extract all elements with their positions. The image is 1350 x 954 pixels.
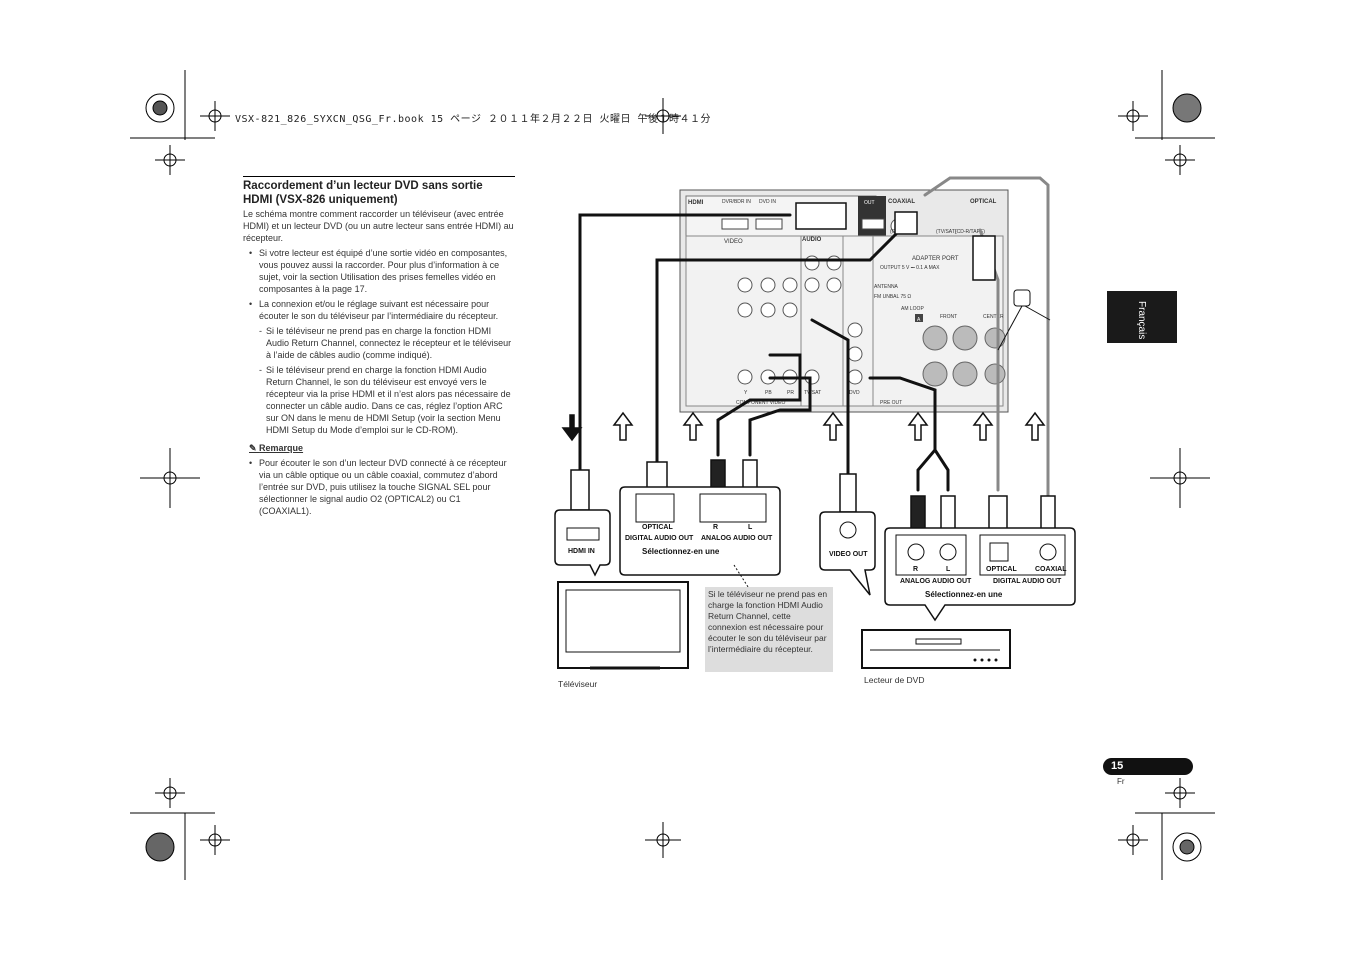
tv-select-one-label: Sélectionnez-en une — [642, 547, 720, 556]
tv-caption: Téléviseur — [558, 679, 598, 689]
dvd-select-one-label: Sélectionnez-en une — [925, 590, 1003, 599]
note-heading-text: Remarque — [259, 443, 304, 453]
rcv-dvd-label: DVD — [849, 390, 860, 396]
note-bullet: Pour écouter le son d’un lecteur DVD con… — [243, 457, 515, 517]
rcv-hdmi-label: HDMI — [688, 200, 704, 206]
rcv-adapter-port-label: ADAPTER PORT — [912, 256, 959, 262]
rcv-pr-label: PR — [787, 390, 794, 396]
bullet-tv-sound: La connexion et/ou le réglage suivant es… — [243, 298, 515, 322]
tv-r-label: R — [713, 524, 718, 531]
page-number-badge: 15 — [1103, 758, 1193, 775]
dvd-l-label: L — [946, 566, 951, 573]
rcv-y-label: Y — [744, 390, 748, 396]
dvd-coaxial-label: COAXIAL — [1035, 566, 1067, 573]
tv-hdmi-in-label: HDMI IN — [568, 548, 595, 555]
rcv-center-label: CENTER — [983, 314, 1004, 320]
tv-digital-audio-out-label: DIGITAL AUDIO OUT — [625, 535, 694, 542]
section-title: Raccordement d’un lecteur DVD sans sorti… — [243, 176, 515, 207]
rcv-fm-unbal-label: FM UNBAL 75 Ω — [874, 294, 911, 300]
video-out-label: VIDEO OUT — [829, 551, 868, 558]
body-text: Le schéma montre comment raccorder un té… — [243, 208, 515, 520]
arc-note-box: Si le téléviseur ne prend pas en charge … — [705, 587, 833, 672]
rcv-antenna-label: ANTENNA — [874, 284, 899, 290]
note-heading: ✎ Remarque — [249, 442, 515, 454]
rcv-coaxial-label: COAXIAL — [888, 199, 915, 205]
tv-l-label: L — [748, 524, 753, 531]
rcv-tvsat-label: (TV/SAT) — [936, 229, 957, 235]
page-language: Fr — [1117, 777, 1125, 786]
rcv-cdr-tape-label: (CD-R/TAPE) — [955, 229, 985, 235]
intro-paragraph: Le schéma montre comment raccorder un té… — [243, 209, 514, 243]
rcv-audio-label: AUDIO — [802, 237, 822, 243]
dash-arc: Si le téléviseur prend en charge la fonc… — [243, 364, 515, 436]
note-icon: ✎ — [249, 443, 260, 453]
page-number: 15 — [1111, 760, 1124, 772]
tv-optical-label: OPTICAL — [642, 524, 673, 531]
dvd-optical-label: OPTICAL — [986, 566, 1017, 573]
file-header: VSX-821_826_SYXCN_QSG_Fr.book 15 ページ ２０１… — [235, 114, 712, 125]
bullet-component-video: Si votre lecteur est équipé d’une sortie… — [243, 247, 515, 295]
rcv-dvd-in-label: DVD IN — [759, 199, 776, 205]
rcv-pb-label: PB — [765, 390, 772, 396]
rcv-optical-label: OPTICAL — [970, 199, 997, 205]
rcv-front-label: FRONT — [940, 314, 957, 320]
dvd-r-label: R — [913, 566, 918, 573]
dvd-analog-audio-out-label: ANALOG AUDIO OUT — [900, 578, 972, 585]
rcv-tvsat2-label: TV/SAT — [804, 390, 821, 396]
tv-analog-audio-out-label: ANALOG AUDIO OUT — [701, 535, 773, 542]
dvd-illustration — [861, 629, 1011, 669]
rcv-a-label: A — [917, 317, 921, 323]
dvd-caption: Lecteur de DVD — [864, 675, 925, 685]
rcv-pre-out-label: PRE OUT — [880, 400, 902, 406]
rcv-output-label: OUTPUT 5 V ⎓ 0.1 A MAX — [880, 265, 940, 271]
language-tab: Français — [1107, 291, 1177, 343]
dvd-digital-audio-out-label: DIGITAL AUDIO OUT — [993, 578, 1062, 585]
rcv-component-video-label: COMPONENT VIDEO — [736, 400, 785, 406]
rcv-dvr-bdr-in-label: DVR/BDR IN — [722, 199, 751, 205]
rcv-video-label: VIDEO — [724, 239, 743, 245]
rcv-out-label: OUT — [864, 200, 875, 206]
dash-no-arc: Si le téléviseur ne prend pas en charge … — [243, 325, 515, 361]
rcv-am-loop-label: AM LOOP — [901, 306, 924, 312]
